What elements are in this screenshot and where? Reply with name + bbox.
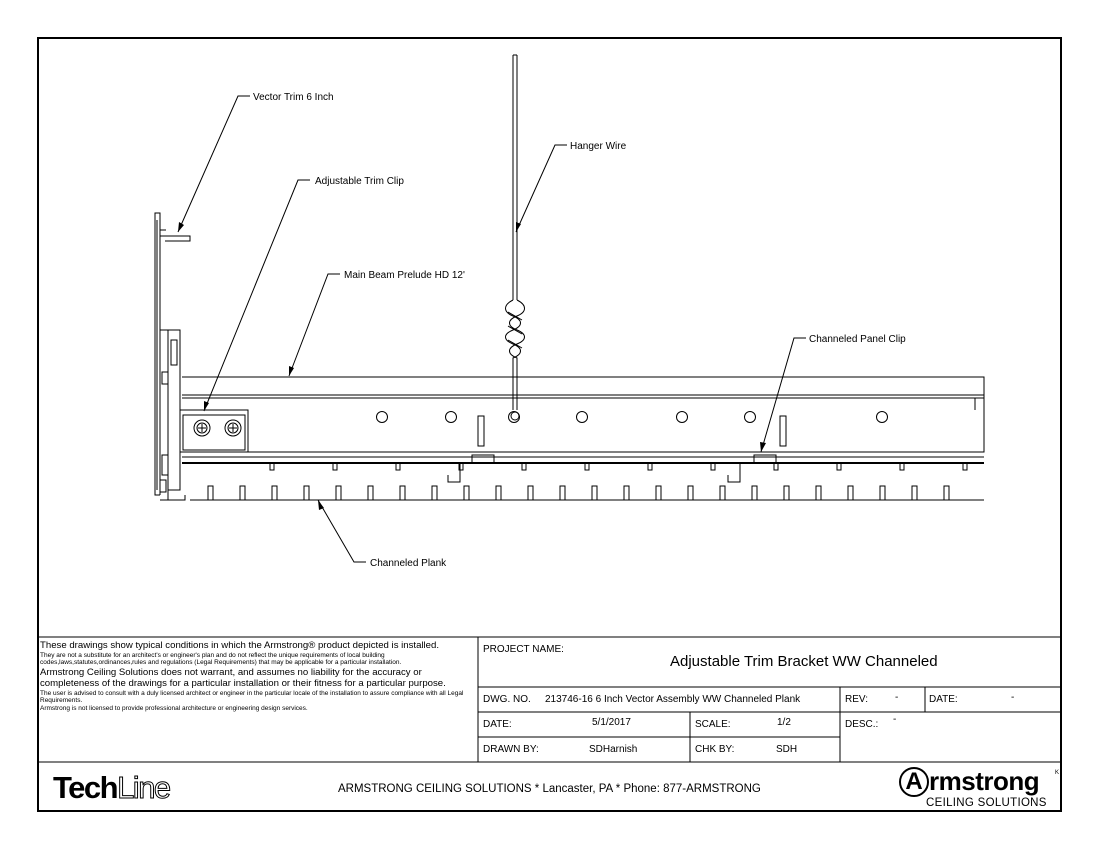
callout-plank: Channeled Plank	[370, 558, 447, 569]
armstrong-logo-sub: CEILING SOLUTIONS	[926, 797, 1047, 809]
plank-top-slot	[458, 462, 464, 471]
plank-bottom-slot	[623, 485, 630, 501]
plank-bottom-slot	[399, 485, 406, 501]
callout-hanger-wire: Hanger Wire	[570, 141, 627, 152]
disclaimer-p4: The user is advised to consult with a du…	[40, 689, 464, 705]
drawn-by-value: SDHarnish	[589, 744, 638, 755]
plank-bottom-slot	[495, 485, 502, 501]
scale-label: SCALE:	[695, 719, 731, 730]
disclaimer: These drawings show typical conditions i…	[40, 640, 476, 712]
plank-bottom-slots	[207, 485, 950, 501]
date-right-value: -	[1011, 692, 1015, 703]
plank-bottom-slot	[879, 485, 886, 501]
plank-top-slot	[962, 462, 968, 471]
plank-top-slot	[584, 462, 590, 471]
leader-arrowheads	[178, 222, 766, 510]
plank-bottom-slot	[271, 485, 278, 501]
plank-bottom-slot	[943, 485, 950, 501]
callout-vector-trim: Vector Trim 6 Inch	[253, 92, 334, 103]
armstrong-logo-mark: K	[1055, 770, 1060, 776]
plank-bottom-slot	[527, 485, 534, 501]
plank-bottom-slot	[559, 485, 566, 501]
plank-bottom-slot	[783, 485, 790, 501]
techline-logo: TechLine	[53, 770, 172, 806]
date-value: 5/1/2017	[592, 717, 631, 728]
vector-trim	[154, 212, 191, 501]
disclaimer-p1: These drawings show typical conditions i…	[40, 640, 440, 651]
plank-bottom-slot	[303, 485, 310, 501]
plank-bottom-slot	[751, 485, 758, 501]
project-name: Adjustable Trim Bracket WW Channeled	[670, 653, 938, 670]
chk-by-label: CHK BY:	[695, 744, 735, 755]
rev-label: REV:	[845, 694, 868, 705]
plank-bottom-slot	[815, 485, 822, 501]
callout-trim-clip: Adjustable Trim Clip	[315, 176, 404, 187]
title-block-grid	[38, 636, 1061, 763]
plank-bottom-slot	[719, 485, 726, 501]
channeled-panel-clips	[447, 454, 777, 483]
desc-label: DESC.:	[845, 719, 879, 730]
hanger-wire	[505, 54, 525, 421]
beam-holes	[376, 411, 888, 423]
rev-value: -	[895, 692, 899, 703]
dwg-no-label: DWG. NO.	[483, 694, 531, 705]
date-label: DATE:	[483, 719, 512, 730]
disclaimer-p2: They are not a substitute for an archite…	[40, 651, 402, 667]
plank-bottom-slot	[591, 485, 598, 501]
adjustable-trim-clip	[179, 409, 249, 453]
techline-tech: Tech	[53, 770, 119, 805]
plank-bottom-slot	[207, 485, 214, 501]
plank-bottom-slot	[847, 485, 854, 501]
plank-top-slot	[773, 462, 779, 471]
scale-value: 1/2	[777, 717, 791, 728]
plank-bottom-slot	[655, 485, 662, 501]
callout-panel-clip: Channeled Panel Clip	[809, 334, 906, 345]
plank-bottom-slot	[687, 485, 694, 501]
plank-bottom-slot	[335, 485, 342, 501]
plank-top-slot	[710, 462, 716, 471]
armstrong-logo-icon: A	[899, 767, 929, 797]
project-name-label: PROJECT NAME:	[483, 644, 564, 655]
plank-top-slot	[521, 462, 527, 471]
date-label-right: DATE:	[929, 694, 958, 705]
plank-bottom-slot	[367, 485, 374, 501]
channeled-plank	[182, 462, 984, 501]
plank-bottom-slot	[463, 485, 470, 501]
plank-top-slot	[836, 462, 842, 471]
plank-top-slot	[395, 462, 401, 471]
company-line: ARMSTRONG CEILING SOLUTIONS * Lancaster,…	[338, 783, 761, 795]
disclaimer-p3: Armstrong Ceiling Solutions does not war…	[40, 666, 446, 690]
plank-top-slot	[899, 462, 905, 471]
techline-line: Line	[117, 770, 172, 806]
dwg-no: 213746-16 6 Inch Vector Assembly WW Chan…	[545, 694, 801, 705]
plank-top-slots	[269, 462, 968, 471]
plank-top-slot	[269, 462, 275, 471]
leader-lines	[177, 95, 806, 563]
plank-top-slot	[647, 462, 653, 471]
chk-by-value: SDH	[776, 744, 798, 755]
armstrong-logo-name: rmstrong	[929, 766, 1040, 796]
disclaimer-p5: Armstrong is not licensed to provide pro…	[40, 704, 308, 712]
drawing-sheet-border	[37, 37, 1062, 812]
desc-value: -	[893, 714, 897, 725]
plank-bottom-slot	[431, 485, 438, 501]
drawn-by-label: DRAWN BY:	[483, 744, 539, 755]
plank-top-slot	[332, 462, 338, 471]
plank-bottom-slot	[911, 485, 918, 501]
callout-main-beam: Main Beam Prelude HD 12'	[344, 270, 465, 281]
plank-bottom-slot	[239, 485, 246, 501]
main-beam	[182, 376, 985, 464]
